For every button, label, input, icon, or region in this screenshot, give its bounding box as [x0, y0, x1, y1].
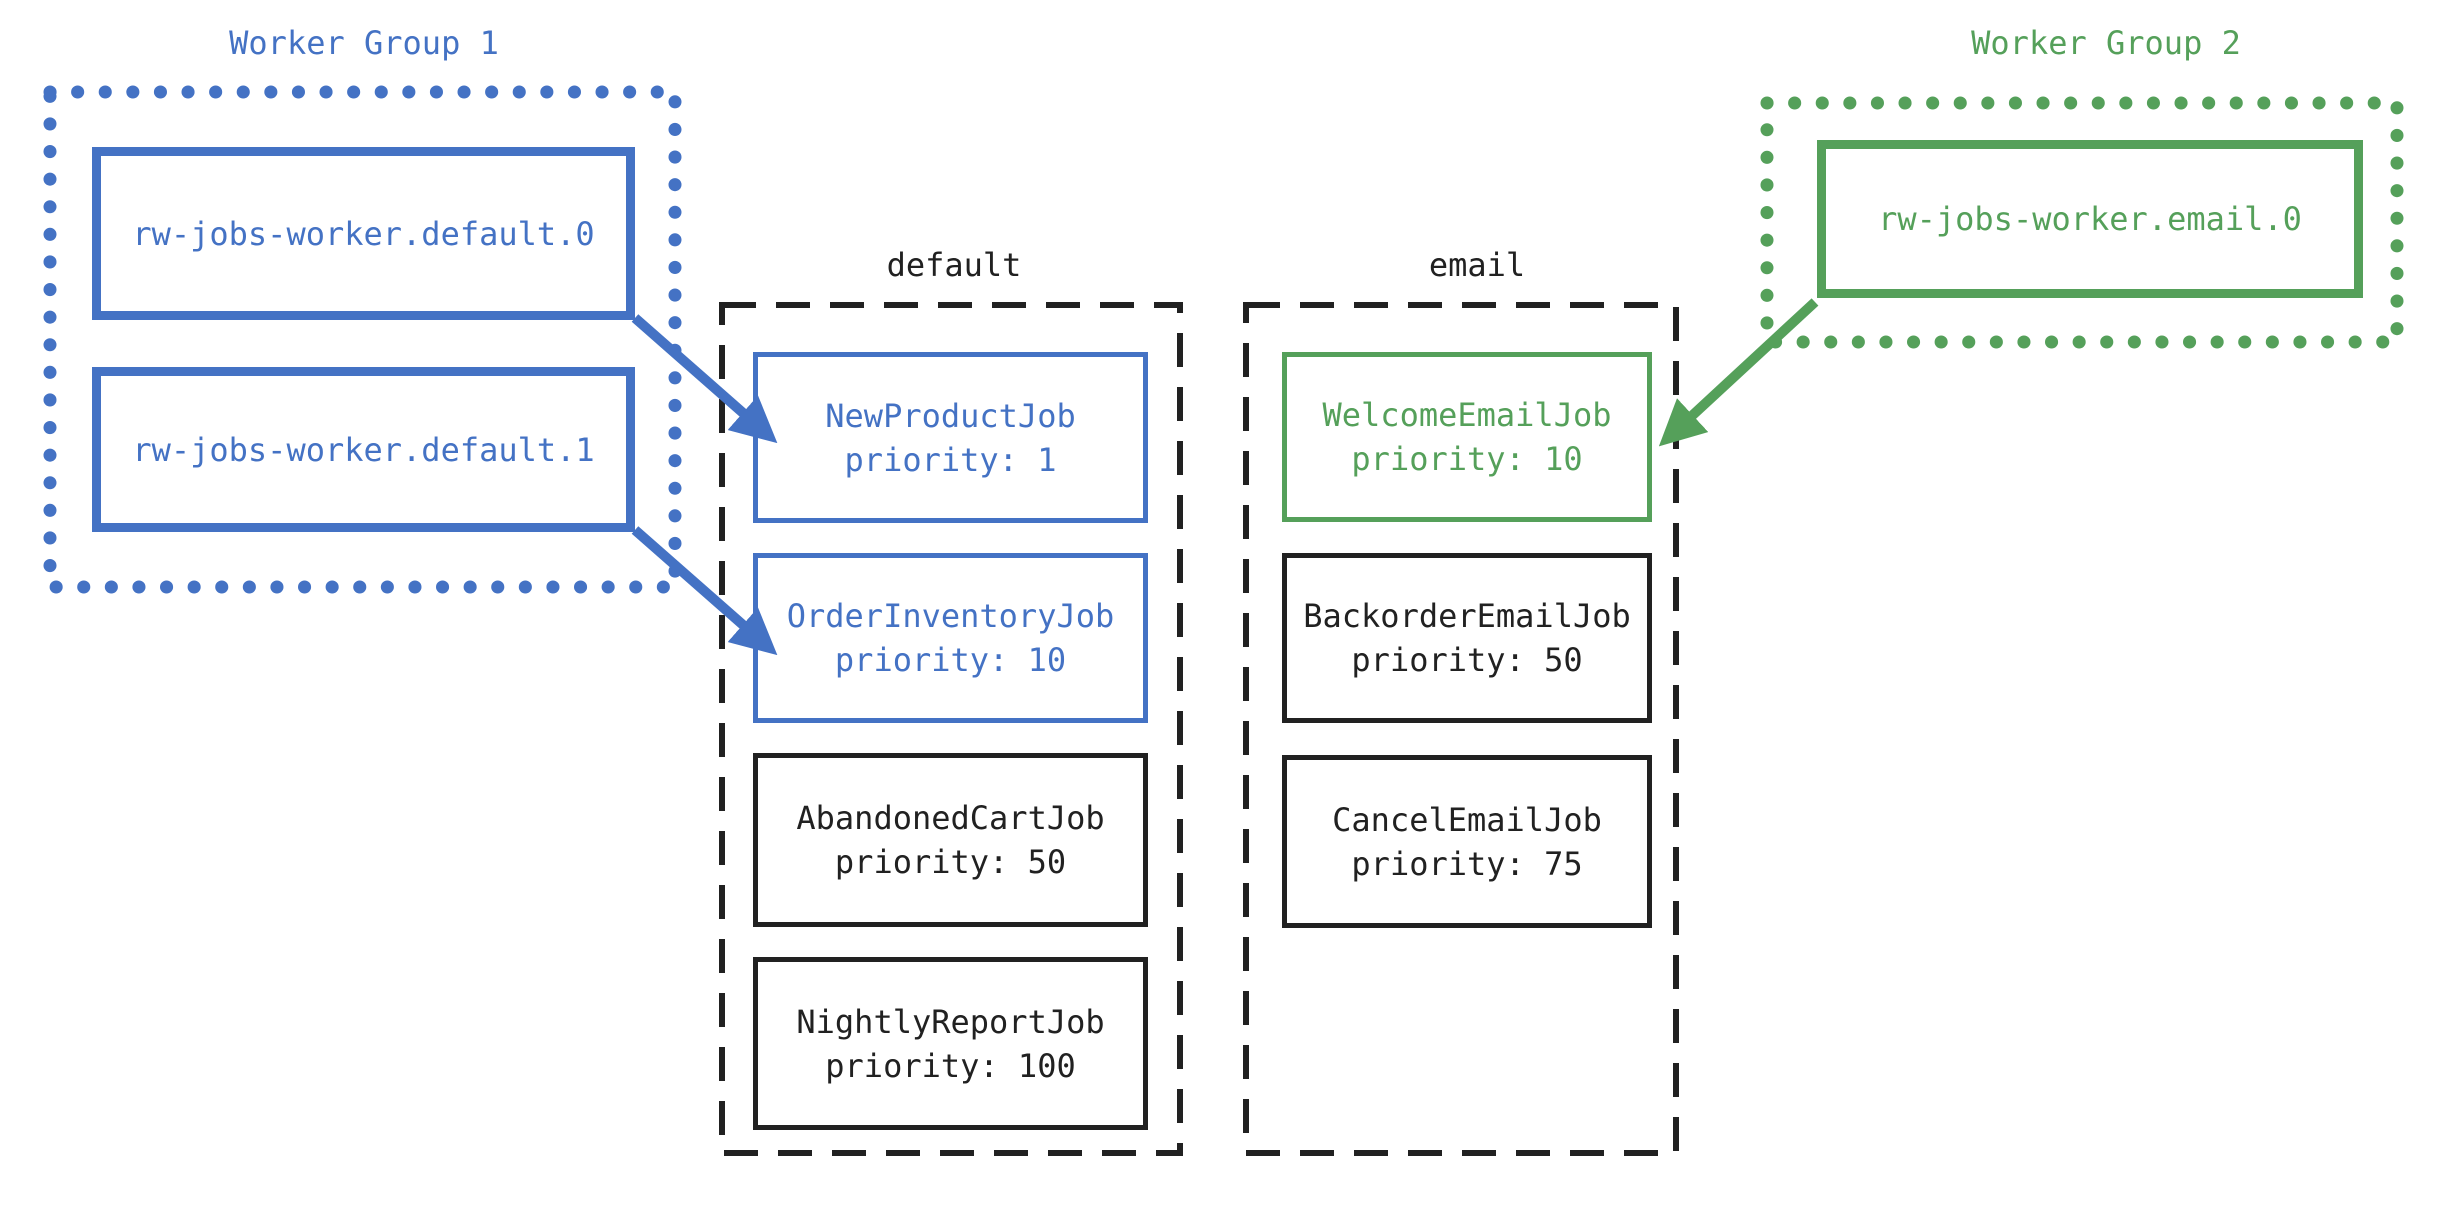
job-node: NightlyReportJob priority: 100 — [753, 957, 1148, 1130]
job-node: AbandonedCartJob priority: 50 — [753, 753, 1148, 927]
job-node: WelcomeEmailJob priority: 10 — [1282, 352, 1652, 522]
job-priority: priority: 75 — [1351, 844, 1583, 883]
job-priority: priority: 50 — [1351, 641, 1583, 679]
job-name: OrderInventoryJob — [786, 597, 1115, 635]
worker-node: rw-jobs-worker.default.0 — [92, 147, 635, 320]
worker-name: rw-jobs-worker.email.0 — [1878, 200, 2302, 238]
job-name: WelcomeEmailJob — [1322, 396, 1612, 434]
arrow-worker-default-0-to-newproductjob — [631, 314, 778, 444]
queue-default-label: default — [886, 246, 1022, 284]
worker-node: rw-jobs-worker.email.0 — [1817, 140, 2363, 298]
worker-name: rw-jobs-worker.default.1 — [132, 430, 595, 469]
worker-group-1-label: Worker Group 1 — [229, 24, 499, 62]
job-name: BackorderEmailJob — [1303, 597, 1631, 635]
job-priority: priority: 100 — [825, 1046, 1076, 1085]
queue-email-label: email — [1428, 246, 1526, 284]
arrow-worker-default-1-to-orderinventoryjob — [631, 526, 778, 656]
job-name: NewProductJob — [825, 396, 1076, 435]
job-node: OrderInventoryJob priority: 10 — [753, 553, 1148, 723]
job-priority: priority: 10 — [1351, 440, 1583, 478]
job-priority: priority: 10 — [834, 641, 1067, 679]
job-node: CancelEmailJob priority: 75 — [1282, 755, 1652, 928]
job-name: NightlyReportJob — [796, 1002, 1105, 1041]
worker-group-2-label: Worker Group 2 — [1971, 24, 2241, 62]
job-priority: priority: 1 — [844, 440, 1057, 479]
job-node: NewProductJob priority: 1 — [753, 352, 1148, 523]
job-name: AbandonedCartJob — [796, 799, 1105, 837]
job-name: CancelEmailJob — [1332, 800, 1602, 839]
worker-name: rw-jobs-worker.default.0 — [132, 214, 595, 253]
arrow-worker-email-0-to-welcomeemailjob — [1658, 298, 1819, 447]
job-priority: priority: 50 — [834, 843, 1067, 881]
job-node: BackorderEmailJob priority: 50 — [1282, 553, 1652, 723]
worker-node: rw-jobs-worker.default.1 — [92, 367, 635, 532]
